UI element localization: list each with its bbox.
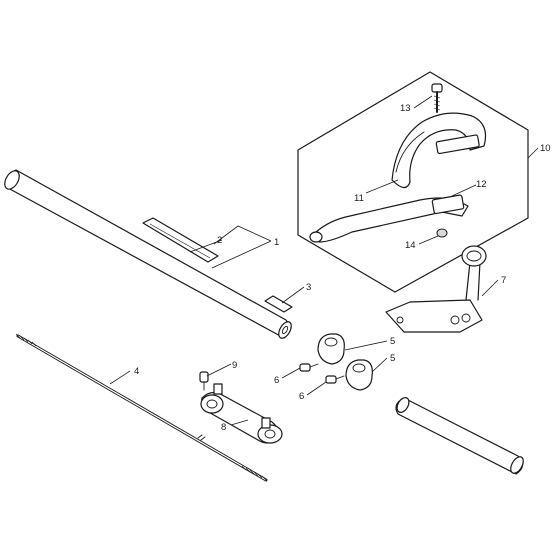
part-4-drive-shaft: [15, 333, 268, 482]
callout-9: 9: [232, 360, 237, 371]
part-14-nut: [436, 228, 448, 238]
callout-10: 10: [540, 143, 551, 154]
lower-shaft-tube: [395, 397, 524, 475]
callout-4: 4: [134, 366, 139, 377]
callout-8: 8: [221, 422, 226, 433]
part-9-screw: [199, 371, 209, 391]
part-2-label: [142, 217, 219, 263]
callout-2: 2: [217, 235, 222, 246]
callout-12: 12: [476, 179, 487, 190]
callout-3: 3: [306, 282, 311, 293]
part-5-clamp-upper: [317, 333, 345, 365]
handle-kit-inset: [297, 71, 529, 293]
callout-7: 7: [501, 275, 506, 286]
callout-11: 11: [354, 193, 364, 204]
leader-lines: [109, 95, 539, 426]
part-8-clamp-bracket: [200, 383, 283, 444]
part-6-screw-upper: [299, 363, 319, 372]
callout-14: 14: [405, 240, 416, 251]
callout-6-upper: 6: [274, 375, 279, 386]
part-5-clamp-lower: [345, 359, 373, 391]
callout-1: 1: [274, 237, 279, 248]
part-13-bolt: [431, 83, 443, 113]
callout-5-upper: 5: [390, 336, 395, 347]
callout-6-lower: 6: [299, 391, 304, 402]
part-6-screw-lower: [325, 375, 345, 384]
part-12-grip-handle: [309, 194, 469, 243]
part-1-shaft-tube: [4, 169, 292, 339]
callout-5-lower: 5: [390, 353, 395, 364]
part-11-loop-handle: [391, 112, 487, 189]
part-7-bracket-hanger: [385, 245, 487, 333]
callout-13: 13: [400, 103, 411, 114]
part-3-label: [264, 295, 293, 313]
callout-numbers: 1 2 3 4 5 5 6 6 7 8 9 10 11 12 13 14: [134, 103, 551, 433]
